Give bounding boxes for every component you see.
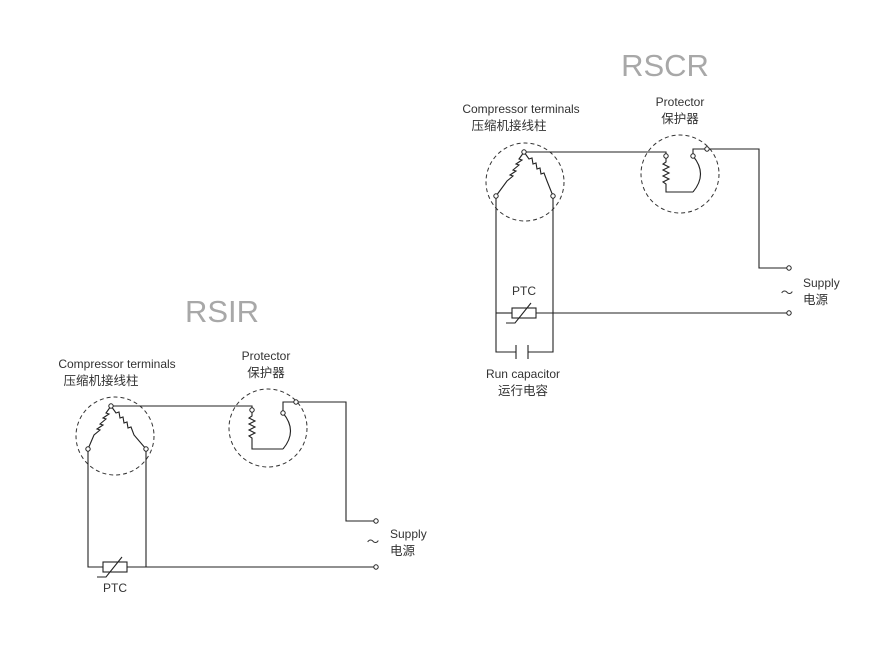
- rsir-protector: [228, 388, 308, 468]
- rsir-ptc: [97, 556, 128, 578]
- rscr-terminal-dots: [493, 146, 792, 316]
- rsir-protector-label-zh: 保护器: [247, 365, 285, 380]
- rsir-title: RSIR: [185, 294, 259, 329]
- rscr-title: RSCR: [621, 48, 709, 83]
- rscr-wire-supply-top: [707, 148, 787, 269]
- rsir-compressor-terminals: [75, 396, 155, 476]
- rsir-wire-right: [127, 449, 147, 568]
- rscr-supply-symbol: ～: [781, 285, 794, 300]
- rscr-protector: [640, 134, 720, 214]
- rsir-wire-supply-top: [296, 401, 374, 522]
- rsir-compressor-label-en: Compressor terminals: [58, 357, 175, 371]
- rscr-protector-label-en: Protector: [656, 95, 705, 109]
- rscr-wire-left: [495, 196, 516, 353]
- rsir-wire-top: [111, 405, 253, 410]
- rsir-wire-left: [87, 449, 103, 568]
- rsir-winding-left: [87, 405, 112, 450]
- rscr-wire-right: [528, 196, 554, 353]
- rscr-winding-left: [495, 151, 525, 197]
- rsir-ptc-label: PTC: [103, 581, 127, 595]
- rscr-protector-internals: [661, 148, 707, 193]
- rsir-supply-label-zh: 电源: [390, 543, 416, 558]
- rscr-supply-label-zh: 电源: [803, 292, 829, 307]
- rscr-run-capacitor-label-en: Run capacitor: [486, 367, 560, 381]
- rscr-compressor-label-en: Compressor terminals: [462, 102, 579, 116]
- rscr-protector-label-zh: 保护器: [661, 111, 699, 126]
- rsir-supply-label-en: Supply: [390, 527, 427, 541]
- rsir-winding-right: [110, 405, 147, 450]
- rscr-ptc-label: PTC: [512, 284, 536, 298]
- rscr-run-capacitor-label-zh: 运行电容: [498, 383, 548, 398]
- rsir-supply-symbol: ～: [367, 534, 380, 549]
- rscr-diagram: RSCR Compressor terminals 压缩机接线柱 Protect…: [462, 48, 839, 398]
- rscr-wire-top: [524, 151, 667, 156]
- rscr-winding-right: [523, 151, 554, 197]
- rscr-run-capacitor: [515, 345, 529, 359]
- rscr-compressor-label-zh: 压缩机接线柱: [471, 118, 546, 133]
- rsir-compressor-label-zh: 压缩机接线柱: [63, 373, 138, 388]
- rscr-compressor-terminals: [485, 142, 565, 222]
- rsir-terminal-dots: [85, 399, 379, 570]
- rscr-supply-label-en: Supply: [803, 276, 840, 290]
- rsir-protector-label-en: Protector: [242, 349, 291, 363]
- rscr-ptc: [506, 302, 537, 324]
- rsir-diagram: RSIR Compressor terminals 压缩机接线柱 Protect…: [58, 294, 426, 595]
- rsir-protector-internals: [247, 401, 296, 450]
